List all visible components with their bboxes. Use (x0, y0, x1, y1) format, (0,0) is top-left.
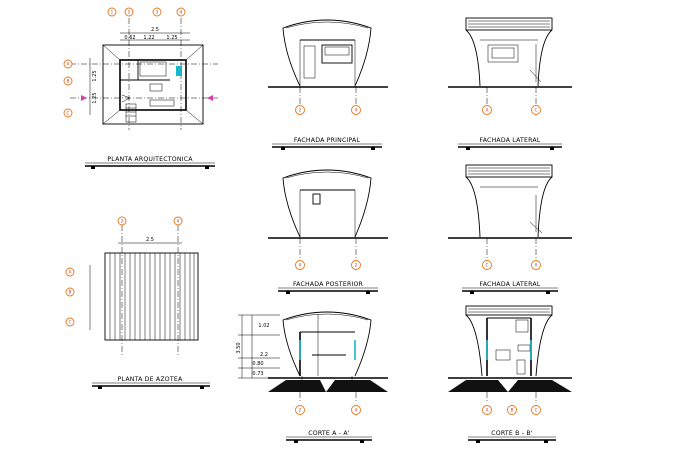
svg-text:1: 1 (111, 10, 114, 15)
dim-plan-overall: 2.5 (151, 27, 159, 33)
dim-plan-seg-1: 0.62 (124, 35, 135, 41)
svg-text:C: C (67, 111, 70, 116)
svg-text:A: A (486, 108, 489, 113)
svg-text:4: 4 (355, 108, 358, 113)
svg-text:A: A (69, 270, 72, 275)
title-fachada-lateral-2: FACHADA LATERAL (480, 281, 541, 288)
title-planta-arquitectonica: PLANTA ARQUITECTONICA (107, 156, 193, 163)
svg-text:B: B (69, 290, 72, 295)
svg-text:C: C (69, 320, 72, 325)
dim-section-total: 3.50 (236, 342, 242, 353)
svg-text:B: B (67, 79, 70, 84)
svg-text:4: 4 (299, 263, 302, 268)
svg-text:A: A (535, 263, 538, 268)
fachada-lateral-1: A C FACHADA LATERAL (448, 17, 572, 150)
svg-text:2: 2 (355, 263, 358, 268)
corte-b: A B C CORTE B - B' (448, 305, 572, 443)
dim-roof-width: 2.5 (146, 237, 154, 243)
svg-text:B: B (511, 408, 514, 413)
title-planta-azotea: PLANTA DE AZOTEA (118, 376, 183, 383)
svg-text:3: 3 (156, 10, 159, 15)
corte-a: 3.50 1.02 2.2 0.80 0.73 2 4 CORTE A - A' (236, 311, 388, 443)
title-fachada-principal: FACHADA PRINCIPAL (294, 137, 361, 144)
dim-plan-seg-2: 1.22 (143, 35, 154, 41)
svg-text:C: C (535, 408, 538, 413)
fachada-posterior: 4 2 FACHADA POSTERIOR (268, 169, 388, 294)
dim-plan-side-1: 1.25 (92, 70, 98, 81)
svg-text:2: 2 (299, 408, 302, 413)
svg-text:2: 2 (121, 219, 124, 224)
svg-text:C: C (486, 263, 489, 268)
axis-bubbles-top: 1 2 3 4 (107, 7, 186, 130)
dim-plan-seg-3: 1.25 (166, 35, 177, 41)
svg-text:4: 4 (355, 408, 358, 413)
planta-azotea: 2 4 2.5 A B C PLANTA DE AZOTEA (65, 216, 210, 389)
svg-text:4: 4 (177, 219, 180, 224)
fachada-principal: 2 4 FACHADA PRINCIPAL (268, 19, 388, 150)
title-fachada-lateral-1: FACHADA LATERAL (480, 137, 541, 144)
svg-text:2: 2 (128, 10, 131, 15)
title-corte-a: CORTE A - A' (308, 430, 350, 437)
svg-text:C: C (535, 108, 538, 113)
planta-arquitectonica: 1 2 3 4 2.5 0.62 1.22 1.25 A B C 1.25 1.25 (63, 7, 218, 169)
title-corte-b: CORTE B - B' (491, 430, 533, 437)
title-fachada-posterior: FACHADA POSTERIOR (293, 281, 364, 288)
dim-plan-side-2: 1.25 (92, 92, 98, 103)
svg-text:4: 4 (180, 10, 183, 15)
dim-section-upper: 1.02 (258, 323, 269, 329)
dim-section-lower-1: 0.80 (252, 361, 263, 367)
fachada-lateral-2: C A FACHADA LATERAL (448, 164, 572, 294)
dim-section-lower-2: 0.73 (252, 371, 263, 377)
svg-text:A: A (67, 62, 70, 67)
svg-text:2: 2 (299, 108, 302, 113)
svg-text:A: A (486, 408, 489, 413)
axis-bubbles-left: A B C (63, 59, 218, 118)
dim-section-mid: 2.2 (260, 352, 268, 358)
